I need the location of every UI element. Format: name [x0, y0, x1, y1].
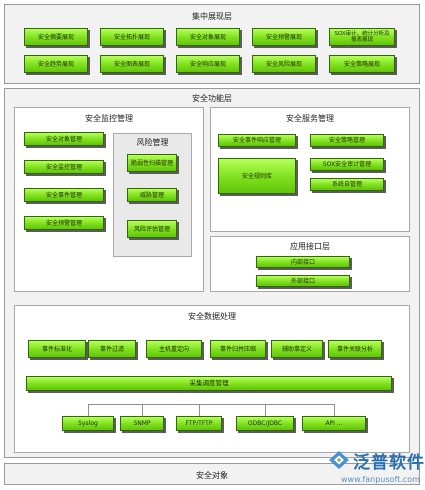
box-security-summary[interactable]: 安全摘要展现 [24, 28, 88, 46]
protocol-connector-drop-4 [265, 404, 266, 416]
fanpu-logo: 泛普软件 www.fanpusoft.com [326, 448, 425, 488]
box-event-management[interactable]: 安全事件管理 [24, 188, 104, 202]
risk-title: 风险管理 [136, 138, 169, 147]
box-sox-audit-management[interactable]: SOX安全审计管理 [310, 158, 384, 171]
box-security-risk[interactable]: 安全风险展现 [252, 55, 316, 73]
box-vuln-scan[interactable]: 脆弱性扫描管理 [127, 154, 177, 172]
box-event-merge[interactable]: 事件归并压缩 [210, 340, 266, 358]
box-odbc-jdbc[interactable]: ODBC/JDBC [236, 416, 294, 431]
box-event-normalize[interactable]: 事件标准化 [28, 340, 86, 358]
protocol-connector-drop-5 [334, 404, 335, 416]
box-event-correlation[interactable]: 事件关联分析 [328, 340, 382, 358]
presentation-layer-title: 集中展现层 [192, 12, 232, 21]
box-object-management[interactable]: 安全对象管理 [24, 132, 104, 146]
interface-title: 应用接口层 [290, 242, 330, 251]
box-threat-management[interactable]: 威胁管理 [127, 188, 177, 202]
box-security-object[interactable]: 安全对象展现 [176, 28, 240, 46]
box-event-response[interactable]: 安全事件响应管理 [218, 134, 296, 147]
box-sox-audit[interactable]: SOX审计、统计分析及报表展现 [329, 28, 395, 46]
data-processing-title: 安全数据处理 [188, 312, 236, 321]
box-internal-interface[interactable]: 内部接口 [256, 256, 350, 268]
protocol-connector-drop-1 [88, 404, 89, 416]
box-security-trend[interactable]: 安全趋势展现 [24, 55, 88, 73]
box-security-warning[interactable]: 安全预警展现 [252, 28, 316, 46]
box-rule-library[interactable]: 安全规则库 [218, 158, 296, 194]
security-object-title: 安全对象 [196, 471, 228, 480]
monitoring-title: 安全监控管理 [85, 114, 133, 123]
box-ftp-tftp[interactable]: FTP/TFTP [176, 416, 222, 431]
box-policy-management[interactable]: 安全策略管理 [310, 134, 384, 147]
box-self-management[interactable]: 系统自管理 [310, 178, 384, 191]
box-external-interface[interactable]: 外部接口 [256, 275, 350, 287]
box-event-filter[interactable]: 事件过滤 [88, 340, 136, 358]
box-api[interactable]: API ... [302, 416, 366, 431]
security-object-panel: 安全对象 [4, 463, 420, 485]
box-warning-management[interactable]: 安全预警管理 [24, 216, 104, 230]
box-security-response[interactable]: 安全响应展现 [176, 55, 240, 73]
box-host-redirect[interactable]: 主机重定向 [146, 340, 202, 358]
box-collection-scheduler[interactable]: 采集调度管理 [26, 376, 392, 391]
box-security-policy[interactable]: 安全策略展现 [329, 55, 395, 73]
protocol-connector-drop-3 [199, 404, 200, 416]
fanpu-logo-url: www.fanpusoft.com [341, 475, 420, 484]
box-syslog[interactable]: Syslog [62, 416, 114, 431]
box-security-chart[interactable]: 安全图表展现 [100, 55, 164, 73]
fanpu-logo-mark-icon [329, 451, 349, 469]
fanpu-logo-name: 泛普软件 [353, 453, 425, 473]
function-layer-title: 安全功能层 [192, 94, 232, 103]
box-risk-assessment[interactable]: 风险评估管理 [127, 220, 177, 238]
protocol-connector-drop-2 [142, 404, 143, 416]
box-snmp[interactable]: SNMP [120, 416, 164, 431]
service-title: 安全服务管理 [286, 114, 334, 123]
box-security-topology[interactable]: 安全拓扑展现 [100, 28, 164, 46]
protocol-connector-bus [88, 404, 334, 405]
box-monitor-management[interactable]: 安全监控管理 [24, 160, 104, 174]
box-aux-definition[interactable]: 辅助事定义 [271, 340, 323, 358]
